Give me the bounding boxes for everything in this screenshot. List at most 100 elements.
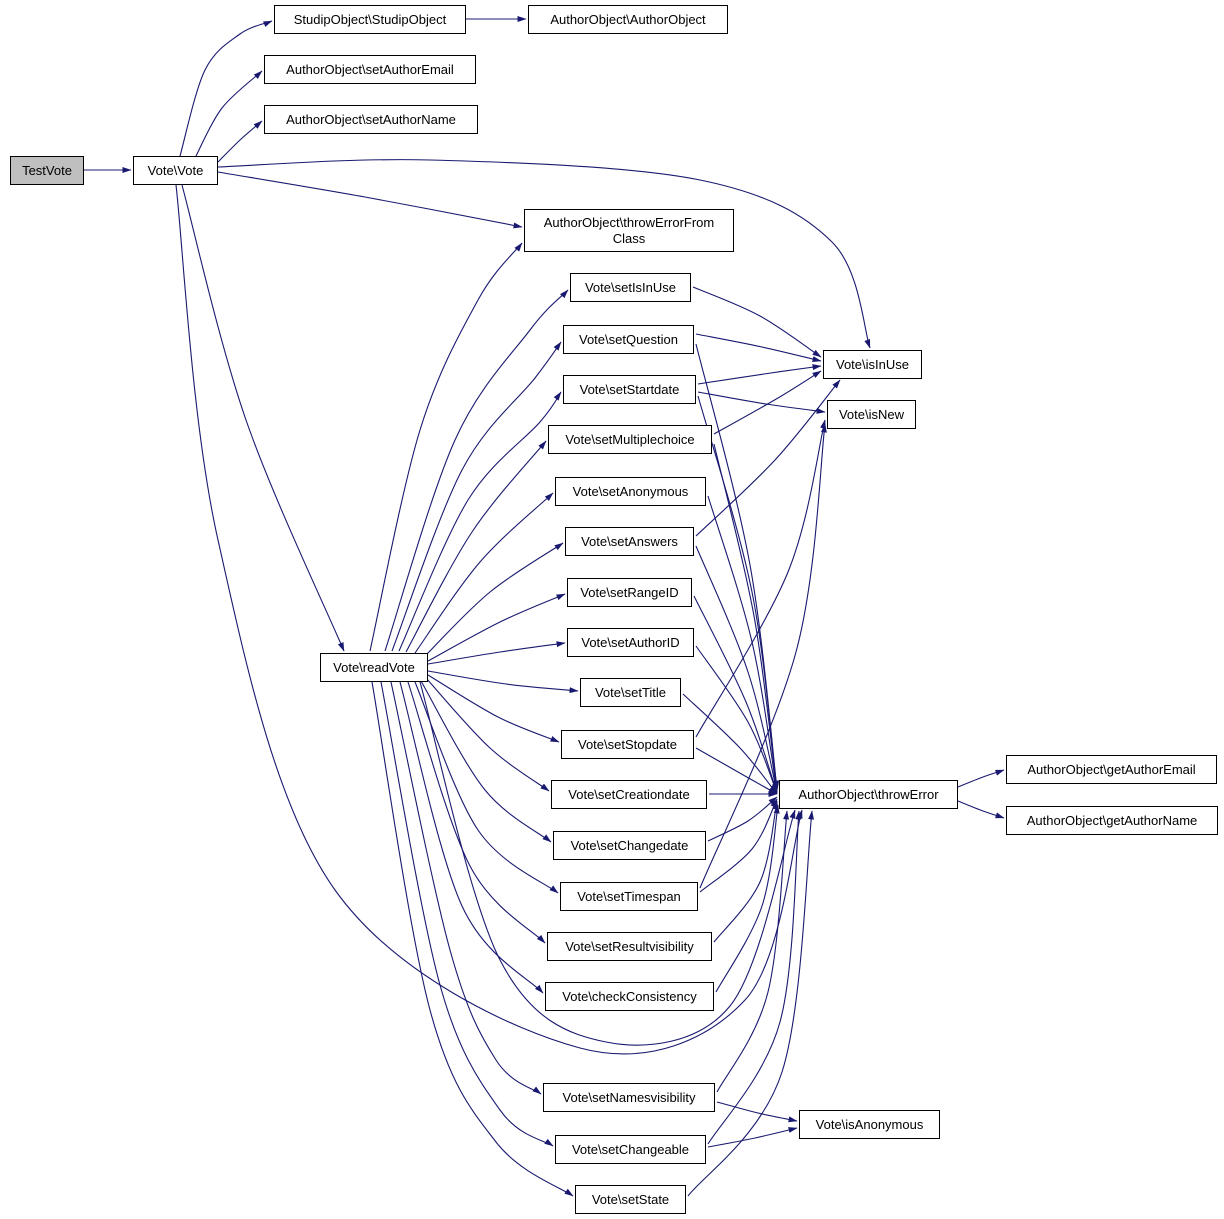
node-isinuse[interactable]: Vote\isInUse xyxy=(823,350,922,379)
edge-setanswers-to-isinuse xyxy=(695,379,841,537)
node-settitle[interactable]: Vote\setTitle xyxy=(580,678,681,707)
node-label: AuthorObject\throwError xyxy=(798,786,939,802)
edge-setrangeid-to-throwerror xyxy=(693,595,778,794)
node-setrangeid[interactable]: Vote\setRangeID xyxy=(567,578,692,607)
edge-vote-to-throwerrorfromclass xyxy=(217,171,523,229)
edge-readvote-to-throwerror xyxy=(419,681,796,1046)
node-label: AuthorObject\throwErrorFrom Class xyxy=(543,214,715,246)
node-setanonymous[interactable]: Vote\setAnonymous xyxy=(555,477,706,506)
edge-readvote-to-setrangeid xyxy=(427,593,566,662)
node-label: AuthorObject\setAuthorEmail xyxy=(286,61,454,77)
node-throwerror[interactable]: AuthorObject\throwError xyxy=(779,780,958,809)
edge-group xyxy=(84,16,1005,1197)
node-readvote[interactable]: Vote\readVote xyxy=(320,653,428,682)
node-throwerrorfromclass[interactable]: AuthorObject\throwErrorFrom Class xyxy=(524,209,734,252)
edge-readvote-to-setcreationdate xyxy=(425,677,550,792)
edge-setnamesvisibility-to-isanonymous xyxy=(716,1101,798,1123)
edge-readvote-to-setstartdate xyxy=(398,391,562,652)
edge-setstartdate-to-isnew xyxy=(697,391,826,414)
node-isanonymous[interactable]: Vote\isAnonymous xyxy=(799,1110,940,1139)
node-label: Vote\setStartdate xyxy=(579,381,680,397)
edge-setstartdate-to-throwerror xyxy=(697,395,779,791)
node-testvote[interactable]: TestVote xyxy=(10,156,84,185)
edge-setanswers-to-throwerror xyxy=(695,545,778,793)
edge-vote-to-setauthoremail xyxy=(195,70,263,157)
node-setchangedate[interactable]: Vote\setChangedate xyxy=(553,831,706,860)
edge-vote-to-throwerror xyxy=(175,184,803,1055)
node-checkconsistency[interactable]: Vote\checkConsistency xyxy=(545,982,714,1011)
node-setchangeable[interactable]: Vote\setChangeable xyxy=(555,1135,706,1164)
edge-readvote-to-setstopdate xyxy=(427,674,560,743)
edge-settitle-to-throwerror xyxy=(682,693,778,795)
node-label: Vote\setTitle xyxy=(594,684,667,700)
node-setcreationdate[interactable]: Vote\setCreationdate xyxy=(551,780,707,809)
node-label: StudipObject\StudipObject xyxy=(293,11,447,27)
edge-readvote-to-throwerrorfromclass xyxy=(369,242,523,652)
node-label: Vote\setIsInUse xyxy=(584,279,677,295)
node-setauthorname[interactable]: AuthorObject\setAuthorName xyxy=(264,105,478,134)
edge-throwerror-to-getauthorname xyxy=(957,800,1005,819)
node-studipobject[interactable]: StudipObject\StudipObject xyxy=(274,5,466,34)
node-label: Vote\setChangeable xyxy=(571,1141,690,1157)
edge-setquestion-to-isinuse xyxy=(695,333,822,362)
edge-setmultiplechoice-to-isinuse xyxy=(713,370,822,435)
edge-setchangeable-to-isanonymous xyxy=(707,1127,798,1148)
node-label: AuthorObject\getAuthorEmail xyxy=(1027,761,1196,777)
edge-readvote-to-settimespan xyxy=(414,681,559,894)
node-setanswers[interactable]: Vote\setAnswers xyxy=(565,527,694,556)
node-setauthorid[interactable]: Vote\setAuthorID xyxy=(567,628,694,657)
node-setnamesvisibility[interactable]: Vote\setNamesvisibility xyxy=(543,1083,715,1112)
node-label: Vote\setCreationdate xyxy=(568,786,690,802)
node-label: Vote\setChangedate xyxy=(570,837,689,853)
node-label: AuthorObject\getAuthorName xyxy=(1026,812,1198,828)
edge-readvote-to-setstate xyxy=(371,681,574,1197)
edge-throwerror-to-getauthoremail xyxy=(957,769,1005,788)
edge-readvote-to-setauthorid xyxy=(427,641,566,665)
edge-readvote-to-settitle xyxy=(427,670,579,694)
edge-readvote-to-setchangedate xyxy=(420,680,552,843)
node-label: Vote\setTimespan xyxy=(577,888,681,904)
node-setstate[interactable]: Vote\setState xyxy=(575,1185,686,1214)
node-isnew[interactable]: Vote\isNew xyxy=(827,400,916,429)
node-label: Vote\setAnonymous xyxy=(572,483,689,499)
node-label: Vote\setMultiplechoice xyxy=(565,431,695,447)
edge-setstate-to-throwerror xyxy=(687,810,815,1197)
edge-readvote-to-checkconsistency xyxy=(399,681,544,994)
edge-setauthorid-to-throwerror xyxy=(695,645,778,794)
edge-setchangeable-to-throwerror xyxy=(707,810,802,1145)
edge-setstopdate-to-throwerror xyxy=(695,747,778,795)
node-getauthoremail[interactable]: AuthorObject\getAuthorEmail xyxy=(1006,755,1217,784)
node-setstopdate[interactable]: Vote\setStopdate xyxy=(561,730,694,759)
node-label: Vote\readVote xyxy=(333,659,415,675)
edge-readvote-to-setanswers xyxy=(423,542,564,658)
edge-setisinuse-to-isinuse xyxy=(692,286,822,358)
edge-checkconsistency-to-throwerror xyxy=(715,804,780,993)
node-authorobject[interactable]: AuthorObject\AuthorObject xyxy=(528,5,728,34)
edge-setstartdate-to-isinuse xyxy=(697,364,822,385)
node-getauthorname[interactable]: AuthorObject\getAuthorName xyxy=(1006,806,1218,835)
node-label: Vote\setStopdate xyxy=(577,736,678,752)
node-setmultiplechoice[interactable]: Vote\setMultiplechoice xyxy=(548,425,712,454)
node-setquestion[interactable]: Vote\setQuestion xyxy=(563,325,694,354)
edge-vote-to-readvote xyxy=(181,184,345,652)
edge-vote-to-isinuse xyxy=(217,159,871,349)
edge-setquestion-to-throwerror xyxy=(695,343,779,790)
node-vote[interactable]: Vote\Vote xyxy=(133,156,218,185)
node-setresultvisibility[interactable]: Vote\setResultvisibility xyxy=(547,932,712,961)
node-settimespan[interactable]: Vote\setTimespan xyxy=(560,882,698,911)
edge-readvote-to-setresultvisibility xyxy=(407,681,546,944)
node-label: Vote\setResultvisibility xyxy=(565,938,694,954)
node-label: Vote\isAnonymous xyxy=(815,1116,924,1132)
node-label: Vote\checkConsistency xyxy=(562,988,697,1004)
node-setstartdate[interactable]: Vote\setStartdate xyxy=(563,375,696,404)
node-setauthoremail[interactable]: AuthorObject\setAuthorEmail xyxy=(264,55,476,84)
edge-setnamesvisibility-to-throwerror xyxy=(716,810,790,1093)
node-label: Vote\Vote xyxy=(147,162,204,178)
edge-vote-to-setauthorname xyxy=(217,120,263,163)
node-setisinuse[interactable]: Vote\setIsInUse xyxy=(570,273,691,302)
edge-setstopdate-to-isnew xyxy=(695,419,826,738)
edge-readvote-to-setchangeable xyxy=(380,681,554,1147)
